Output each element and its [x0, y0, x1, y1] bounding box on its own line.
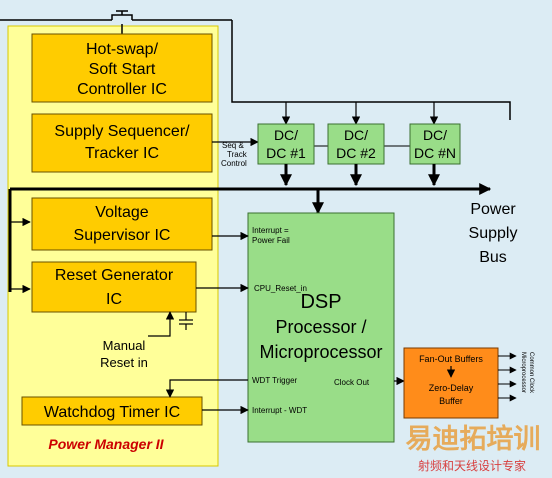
microprocessor-clock-label-2: Common Clock — [528, 352, 534, 394]
cpu-reset-in-label: CPU_Reset_in — [254, 284, 307, 293]
seq-track-line3: Control — [221, 159, 247, 168]
bus-label-line2: Supply — [469, 225, 518, 242]
bus-label-line3: Bus — [479, 249, 507, 266]
dsp-line2: Processor / — [275, 317, 366, 337]
watchdog-timer-block: Watchdog Timer IC — [21, 396, 203, 426]
dcn-line1: DC/ — [423, 127, 447, 143]
seq-track-line1: Seq & — [222, 141, 244, 150]
dsp-line1: DSP — [300, 291, 341, 313]
reset-capacitor — [179, 312, 193, 330]
manual-reset-line1: Manual — [103, 338, 146, 353]
power-supply-bus-label: Power Supply Bus — [469, 201, 518, 266]
watermark: 易迪拓培训 射频和天线设计专家 — [406, 424, 541, 473]
dsp-line3: Microprocessor — [259, 342, 382, 362]
wdt-trigger-label: WDT Trigger — [252, 376, 298, 385]
manual-reset-label: Manual Reset in — [100, 338, 148, 370]
watchdog-line1: Watchdog Timer IC — [44, 404, 180, 421]
interrupt-wdt-label: Interrupt - WDT — [252, 406, 307, 415]
hotswap-switch — [0, 10, 232, 34]
voltage-supervisor-block: Voltage Supervisor IC — [31, 197, 213, 251]
fanout-buffers-label: Fan-Out Buffers — [419, 354, 483, 364]
power-manager-title: Power Manager II — [48, 436, 164, 452]
sequencer-line2: Tracker IC — [85, 145, 159, 162]
hotswap-controller-block: Hot-swap/ Soft Start Controller IC — [31, 33, 213, 103]
sequencer-line1: Supply Sequencer/ — [54, 123, 190, 140]
dcn-line2: DC #N — [414, 145, 456, 161]
hotswap-line1: Hot-swap/ — [86, 41, 159, 58]
dsp-processor-block: DSP Processor / Microprocessor — [247, 212, 395, 443]
seq-track-line2: Track — [227, 150, 248, 159]
zero-delay-line1: Zero-Delay — [429, 383, 474, 393]
dc2-line1: DC/ — [344, 127, 368, 143]
hotswap-line3: Controller IC — [77, 81, 167, 98]
microprocessor-clock-label-1: Microprocessor — [520, 352, 526, 393]
clock-buffer-block: Fan-Out Buffers Zero-Delay Buffer — [403, 347, 499, 419]
power-rail-line — [231, 20, 511, 120]
reset-line1: Reset Generator — [55, 267, 174, 284]
dc1-line1: DC/ — [274, 127, 298, 143]
dc-converter-1: DC/ DC #1 — [257, 123, 315, 165]
dc2-line2: DC #2 — [336, 145, 376, 161]
watermark-sub: 射频和天线设计专家 — [418, 458, 526, 473]
supervisor-line1: Voltage — [95, 204, 148, 221]
interrupt-power-fail-line1: Interrupt = — [252, 226, 289, 235]
reset-line2: IC — [106, 291, 122, 308]
reset-generator-block: Reset Generator IC — [31, 261, 197, 313]
seq-track-label: Seq & Track Control — [221, 141, 248, 168]
supervisor-line2: Supervisor IC — [74, 227, 171, 244]
wdt-trigger-arrow — [165, 379, 248, 398]
supply-sequencer-block: Supply Sequencer/ Tracker IC — [31, 113, 213, 173]
dc-converter-2: DC/ DC #2 — [327, 123, 385, 165]
clock-out-label: Clock Out — [334, 378, 370, 387]
manual-reset-line2: Reset in — [100, 355, 148, 370]
hotswap-line2: Soft Start — [89, 61, 156, 78]
watermark-main: 易迪拓培训 — [406, 424, 541, 454]
bus-label-line1: Power — [470, 201, 516, 218]
manual-reset-line — [148, 311, 175, 337]
dc-converter-n: DC/ DC #N — [409, 123, 461, 165]
interrupt-power-fail-line2: Power Fail — [252, 236, 290, 245]
zero-delay-line2: Buffer — [439, 396, 463, 406]
dc1-line2: DC #1 — [266, 145, 306, 161]
